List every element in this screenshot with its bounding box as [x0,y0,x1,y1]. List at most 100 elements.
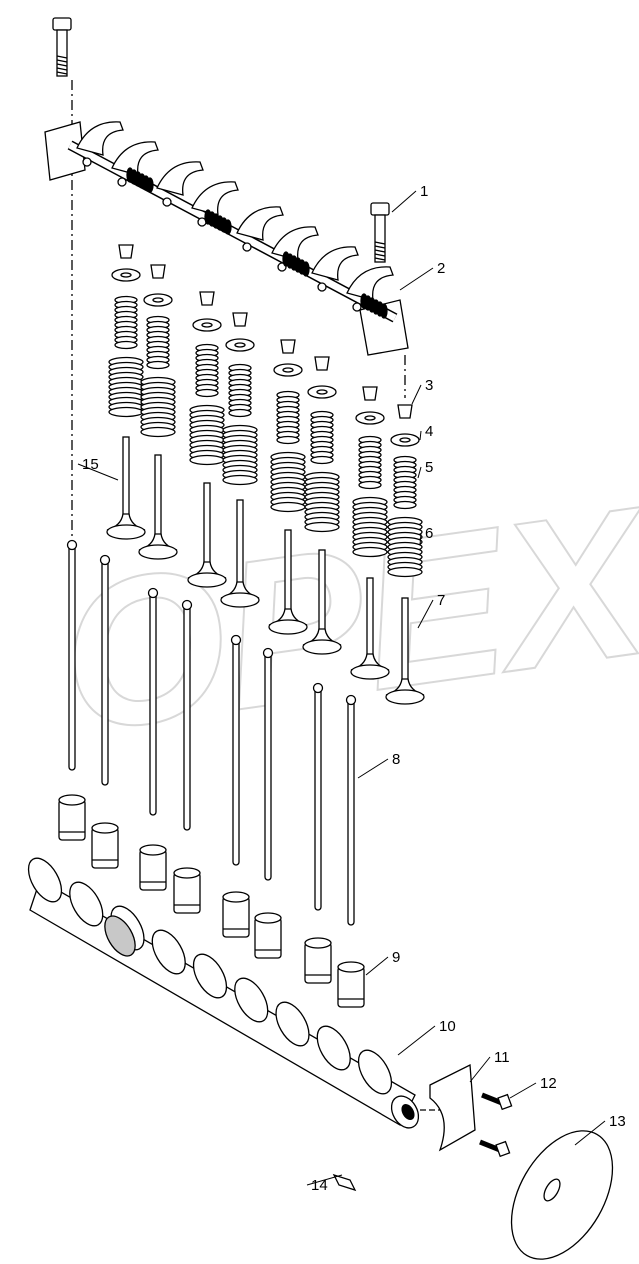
callout-12: 12 [540,1075,557,1092]
callout-15: 15 [82,456,99,473]
valve-keeper [232,312,248,327]
callout-10: 10 [439,1018,456,1035]
cam-lobe [275,1001,310,1047]
camshaft-bore [401,1103,415,1121]
valve-face [187,572,227,588]
bolt-thread [56,63,68,67]
spring-retainer-hole [282,367,294,373]
valve-keeper [362,386,378,401]
valve-keeper [280,339,296,354]
leader-line [411,384,422,405]
valve-keeper [118,244,134,259]
bolt-head [495,1140,511,1158]
valve-keeper [314,356,330,371]
leader-line [417,599,434,629]
inner-spring-coil [310,455,334,465]
tappet-top [173,867,201,879]
valve-face [268,619,308,635]
leader-line [574,1120,606,1146]
valve-stem [318,549,326,632]
outer-spring-coil [352,546,388,558]
push-rod-ball [147,587,159,599]
adjuster [317,282,327,292]
valve-keeper [150,264,166,279]
push-rod-ball [66,539,78,551]
thrust-plate-bolt [479,1139,511,1158]
outer-spring-coil [140,426,176,438]
inner-spring-coil [228,408,252,418]
cam-lobe [234,977,269,1023]
outer-spring-coil [189,454,225,466]
camshaft-gear-disc [510,1130,614,1260]
leader-line [306,1174,343,1186]
callout-11: 11 [494,1049,510,1066]
callout-9: 9 [392,949,400,966]
spring-retainer-hole [152,297,164,303]
tappet-top [222,891,250,903]
thrust-plate-bolt [481,1092,513,1111]
tappet [173,872,201,914]
inner-spring-coil [358,480,382,490]
valve-face [138,544,178,560]
cam-lobe [27,857,63,903]
push-rod-ball [345,694,357,706]
tappet [139,849,167,891]
bolt-shank [374,214,386,263]
valve-stem [366,577,374,657]
spring-coil [224,219,232,235]
cam-lobe [316,1025,351,1071]
push-rod [149,592,157,816]
leader-line [77,463,119,481]
leader-line [419,430,422,441]
push-rod [264,652,272,881]
valve-stem [122,436,130,517]
rocker-arm [111,141,159,176]
bolt-thread [56,59,68,63]
rocker-arm [156,161,204,196]
spring-retainer-hole [316,389,328,395]
rocker-arm [346,266,394,301]
rocker-arm [236,206,284,241]
outer-spring-coil [270,501,306,513]
valve-set [337,404,425,1008]
bolt [52,17,72,77]
leader-line [391,190,417,213]
callout-7: 7 [437,592,445,609]
bolt-head [370,202,390,216]
adjuster [352,302,362,312]
rocker-shaft-assembly [44,121,409,356]
push-rod-ball [99,554,111,566]
leader-line [397,1025,436,1056]
push-rod-ball [262,647,274,659]
valve-set [173,312,260,914]
spring-retainer-hole [234,342,246,348]
thrust-plate [429,1063,476,1152]
push-rod [68,544,76,771]
spring-retainer-hole [201,322,213,328]
valve-stem [236,499,244,585]
key [332,1173,357,1192]
bolt [370,202,390,263]
callout-6: 6 [425,525,433,542]
tappet [304,942,332,984]
adjuster [242,242,252,252]
bolt-thread [374,257,386,261]
callout-3: 3 [425,377,433,394]
push-rod [101,559,109,786]
valve-set [304,386,390,984]
valve-set [139,291,227,891]
leader-line [399,267,434,291]
inner-spring-coil [276,435,300,445]
camshaft [27,857,420,1129]
push-rod [232,639,240,866]
adjuster [162,197,172,207]
valve-keeper [199,291,215,306]
rocker-arm [191,181,239,216]
leader-line [509,1082,537,1099]
leader-line [357,758,389,779]
push-rod-ball [230,634,242,646]
disc-hole [543,1178,561,1202]
callout-2: 2 [437,260,445,277]
valve-stem [203,482,211,565]
